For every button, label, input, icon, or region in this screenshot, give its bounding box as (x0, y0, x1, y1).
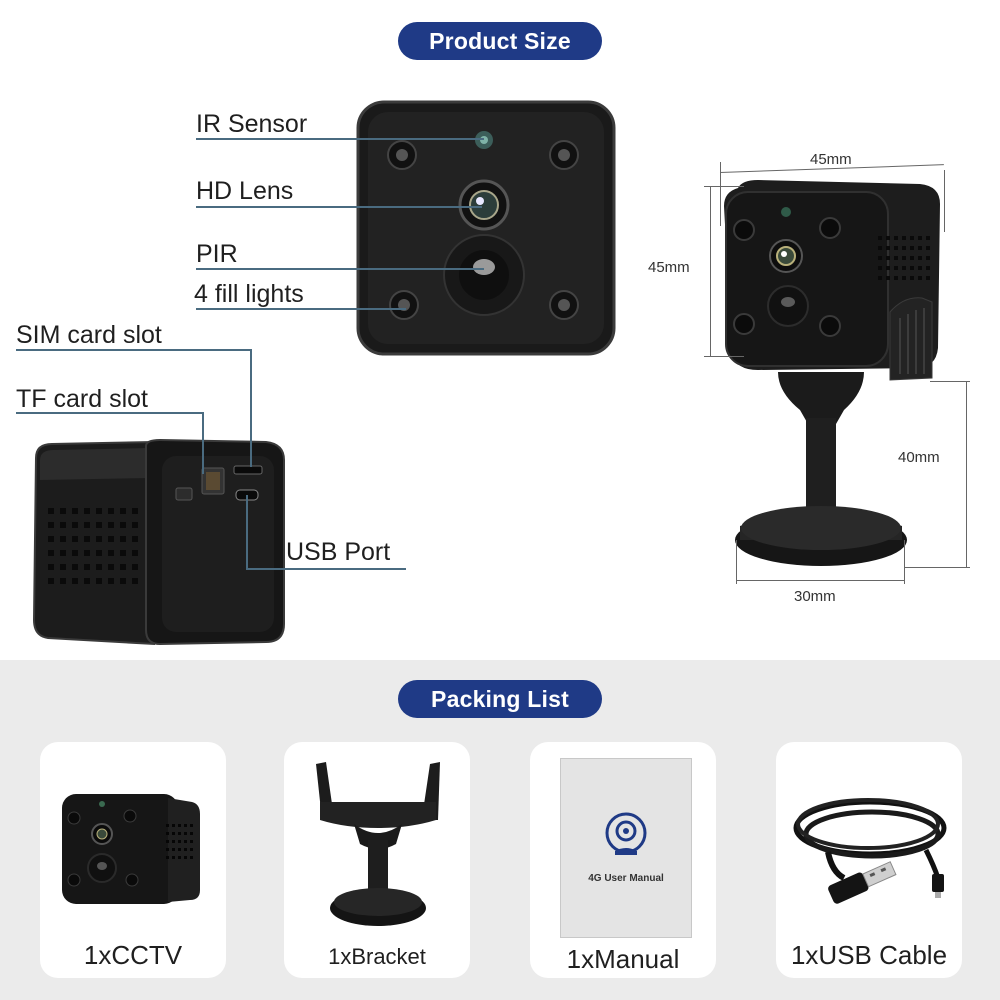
stand-dimension-tick-top (930, 381, 970, 382)
packing-list-title: Packing List (398, 680, 602, 718)
stand-dimension-tick-bottom (904, 567, 970, 568)
base-dimension-tick-left (736, 540, 737, 584)
height-dimension-tick-bottom (704, 356, 744, 357)
base-dimension-tick-right (904, 540, 905, 584)
tf-card-slot-label: TF card slot (16, 385, 148, 413)
packing-item-label: 1xManual (566, 944, 680, 974)
hd-lens-leader (196, 206, 482, 208)
height-dimension-line (710, 186, 711, 356)
usb-port-leader-v (246, 495, 248, 570)
usb-cable-icon (793, 798, 947, 904)
usb-port-label: USB Port (286, 538, 391, 566)
packing-item-label: 1xBracket (328, 944, 426, 969)
packing-item-label: 1xCCTV (83, 940, 183, 970)
usb-port-leader-h (246, 568, 406, 570)
packing-item-usb-cable: 1xUSB Cable (776, 742, 962, 978)
hd-lens-label: HD Lens (196, 177, 294, 205)
bracket-icon (316, 762, 440, 926)
camera-back-image (32, 438, 285, 646)
pir-leader (196, 268, 484, 270)
tf-card-slot-leader-h (16, 412, 204, 414)
stand-dimension-line (966, 381, 967, 567)
ir-sensor-leader (196, 138, 484, 140)
height-dimension-label: 45mm (648, 259, 690, 276)
fill-lights-label: 4 fill lights (194, 280, 304, 308)
camera-icon (62, 794, 200, 904)
stand-dimension-label: 40mm (898, 449, 940, 466)
manual-icon: 4G User Manual (560, 758, 692, 938)
camera-with-stand-image (724, 180, 940, 566)
pir-label: PIR (196, 240, 238, 268)
packing-item-manual: 4G User Manual 1xManual (530, 742, 716, 978)
packing-item-bracket: 1xBracket (284, 742, 470, 978)
webcam-logo-icon (605, 812, 647, 855)
sim-card-slot-leader-h (16, 349, 252, 351)
fill-lights-leader (196, 308, 406, 310)
manual-cover-text: 4G User Manual (588, 873, 664, 884)
height-dimension-tick-top (704, 186, 744, 187)
ir-sensor-label: IR Sensor (196, 110, 308, 138)
base-dimension-line (736, 580, 904, 581)
width-dimension-tick-left (720, 162, 721, 226)
base-dimension-label: 30mm (794, 588, 836, 605)
packing-item-cctv: 1xCCTV (40, 742, 226, 978)
tf-card-slot-leader-v (202, 412, 204, 474)
width-dimension-tick-right (944, 170, 945, 232)
sim-card-slot-label: SIM card slot (16, 321, 162, 349)
product-size-title: Product Size (398, 22, 602, 60)
sim-card-slot-leader-v (250, 349, 252, 467)
packing-item-label: 1xUSB Cable (790, 940, 948, 970)
camera-front-image (356, 100, 616, 356)
width-dimension-label: 45mm (810, 151, 852, 168)
